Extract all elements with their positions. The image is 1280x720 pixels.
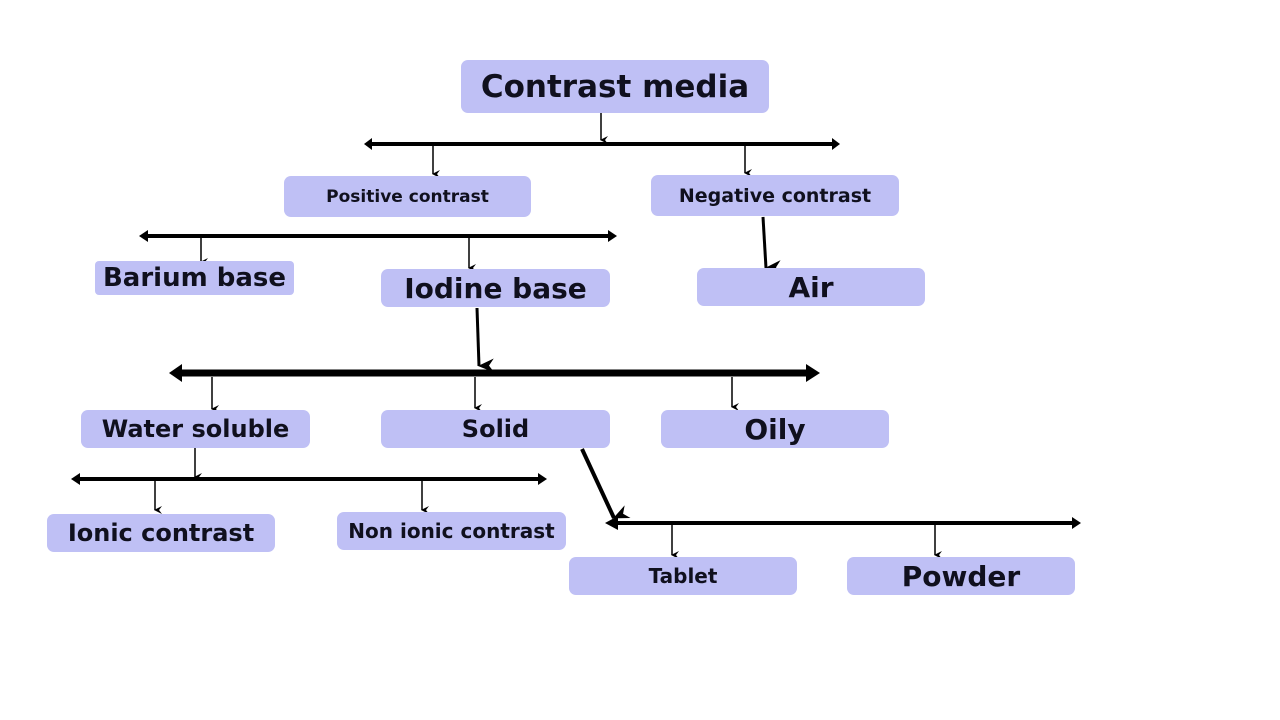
connector-positive bbox=[139, 230, 617, 272]
node-barium-base: Barium base bbox=[95, 261, 294, 295]
connector-water-soluble bbox=[71, 448, 547, 514]
connector-solid bbox=[580, 448, 1081, 559]
bar-end-cap bbox=[538, 473, 547, 485]
node-solid: Solid bbox=[381, 410, 610, 448]
bar-end-cap bbox=[806, 364, 820, 382]
node-tablet: Tablet bbox=[569, 557, 797, 595]
bar-end-cap bbox=[608, 230, 617, 242]
node-negative-contrast: Negative contrast bbox=[651, 175, 899, 216]
bar-end-cap bbox=[832, 138, 840, 150]
node-air: Air bbox=[697, 268, 925, 306]
bar-end-cap bbox=[1072, 517, 1081, 529]
node-non-ionic-contrast: Non ionic contrast bbox=[337, 512, 566, 550]
connector-root bbox=[364, 113, 840, 178]
node-water-soluble: Water soluble bbox=[81, 410, 310, 448]
bar-end-cap bbox=[364, 138, 372, 150]
node-powder: Powder bbox=[847, 557, 1075, 595]
bar-end-cap bbox=[169, 364, 182, 382]
node-oily: Oily bbox=[661, 410, 889, 448]
node-ionic-contrast: Ionic contrast bbox=[47, 514, 275, 552]
connector-iodine bbox=[169, 307, 820, 413]
bar-end-cap bbox=[139, 230, 148, 242]
node-contrast-media: Contrast media bbox=[461, 60, 769, 113]
node-iodine-base: Iodine base bbox=[381, 269, 610, 307]
connector-negative bbox=[761, 216, 782, 275]
node-positive-contrast: Positive contrast bbox=[284, 176, 531, 217]
bar-end-cap bbox=[71, 473, 80, 485]
bar-end-cap bbox=[605, 516, 618, 530]
